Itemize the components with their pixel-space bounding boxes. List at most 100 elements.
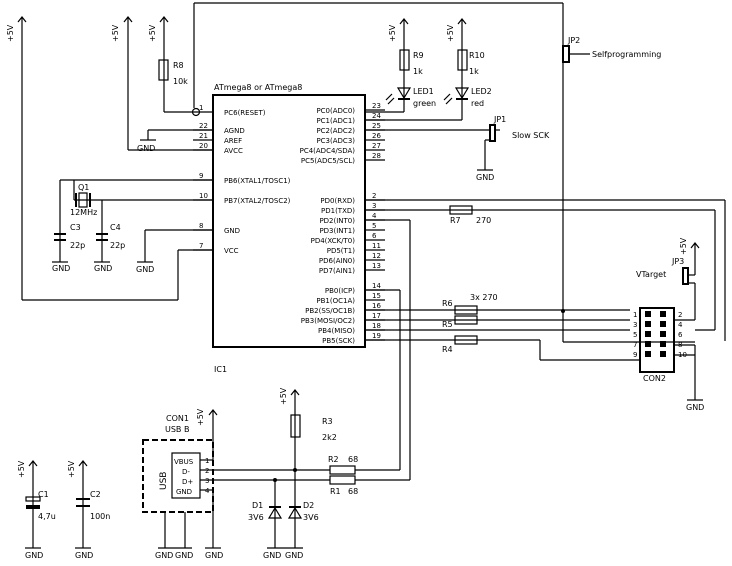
ic1-right-pin-num: 23 [372,102,381,110]
gnd-label-agnd: GND [137,144,155,153]
con1-usb-connector [142,439,214,513]
vcc-label-c2: +5V [67,460,76,478]
jp2-jumper [562,45,570,63]
gnd-label-c1: GND [25,551,43,560]
reset-pin-bubble [191,107,201,117]
ic1-right-pin-label: PD6(AIN0) [319,257,355,265]
led2-symbol [454,87,470,100]
gnd-label-usb-shield2: GND [175,551,193,560]
ic1-right-pin-num: 27 [372,142,381,150]
ic1-right-pin-label: PC0(ADC0) [316,107,355,115]
vcc-label-c1: +5V [17,460,26,478]
led1-label: LED1 [413,87,434,96]
d2-zener [287,506,303,519]
ic1-right-pin-num: 14 [372,282,381,290]
vcc-label-r9: +5V [388,24,397,42]
r6-resistor [454,305,478,315]
ic1-left-pin-label: PB7(XTAL2/TOSC2) [224,197,291,205]
r2-resistor [329,465,356,475]
vcc-label-usb: +5V [196,408,205,426]
r1-label: R1 [330,487,341,496]
ic1-left-pin-label: GND [224,227,240,235]
vcc-arrow-r8 [159,16,169,32]
ic1-right-pin-num: 11 [372,242,381,250]
svg-text:3: 3 [205,477,209,485]
ic1-right-pins: 23PC0(ADC0)24PC1(ADC1)25PC2(ADC2)26PC3(A… [300,102,385,345]
con1-type: USB B [165,425,189,434]
r1-value: 68 [348,487,358,496]
jp3-desc: VTarget [636,270,666,279]
ic1-left-pin-num: 21 [199,132,208,140]
vcc-label-avcc: +5V [111,24,120,42]
con2-pin-number: 4 [678,321,683,329]
ic1-left-pin-num: 8 [199,222,203,230]
r3-value: 2k2 [322,433,337,442]
vcc-label-r3: +5V [279,387,288,405]
r9-label: R9 [413,51,424,60]
con2-pin-pad [660,321,666,327]
con2-pin-number: 1 [633,311,637,319]
usb-pin-vbus: VBUS [174,458,194,466]
ic1-right-pin-label: PC4(ADC4/SDA) [300,147,356,155]
con2-pin-pad [645,321,651,327]
ic1-right-pin-num: 28 [372,152,381,160]
c3-value: 22p [70,241,85,250]
r5-resistor [454,315,478,325]
led2-color: red [471,99,484,108]
q1-label: Q1 [78,183,89,192]
r2-label: R2 [328,455,339,464]
ic1-right-pin-label: PB5(SCK) [322,337,355,345]
con2-pin-number: 6 [678,331,683,339]
svg-text:4: 4 [205,487,210,495]
ic1-left-pin-label: PB6(XTAL1/TOSC1) [224,177,291,185]
c1-label: C1 [38,490,49,499]
d1-zener [267,506,283,519]
jp1-desc: Slow SCK [512,131,550,140]
ic1-right-pin-num: 19 [372,332,381,340]
ic1-left-pin-label: VCC [224,247,239,255]
ic1-left-pin-num: 1 [199,104,203,112]
con2-pin-pad [660,311,666,317]
ic1-body [212,94,366,348]
r5-label: R5 [442,320,453,329]
ic1-right-pin-num: 5 [372,222,376,230]
ic1-right-pin-num: 6 [372,232,377,240]
ic1-part-label: ATmega8 or ATmega8 [214,83,302,92]
c1-capacitor [25,496,41,502]
d1-label: D1 [252,501,263,510]
d2-value: 3V6 [303,513,319,522]
r8-resistor [158,59,169,81]
gnd-label-usb-shield1: GND [155,551,173,560]
ic1-right-pin-num: 26 [372,132,381,140]
gnd-label-jp1: GND [476,173,494,182]
r9-value: 1k [413,67,423,76]
svg-text:1: 1 [205,457,209,465]
con2-pin-pad [660,341,666,347]
jp2-label: JP2 [567,36,580,45]
q1-crystal [78,192,88,208]
ic1-left-pin-num: 20 [199,142,208,150]
ic1-right-pin-num: 15 [372,292,381,300]
r6-label: R6 [442,299,453,308]
r10-label: R10 [469,51,485,60]
ic1-right-pin-num: 25 [372,122,381,130]
c1-value: 4,7u [38,512,56,521]
ic1-right-pin-label: PD4(XCK/T0) [311,237,356,245]
svg-text:2: 2 [205,467,209,475]
r9-resistor [399,49,410,71]
vcc-arrow-avcc [123,16,133,32]
r3-label: R3 [322,417,333,426]
ic1-right-pin-label: PB1(OC1A) [316,297,355,305]
ic1-name: IC1 [214,365,227,374]
usb-text: USB [159,472,169,490]
vcc-label-r8: +5V [148,24,157,42]
r7-resistor [449,205,473,215]
c3-label: C3 [70,223,81,232]
d1-value: 3V6 [248,513,264,522]
r8-value: 10k [173,77,188,86]
con2-pin-number: 2 [678,311,682,319]
usb-pin-dminus: D- [182,468,190,476]
jp1-jumper [489,124,496,142]
ic1-right-pin-num: 3 [372,202,376,210]
